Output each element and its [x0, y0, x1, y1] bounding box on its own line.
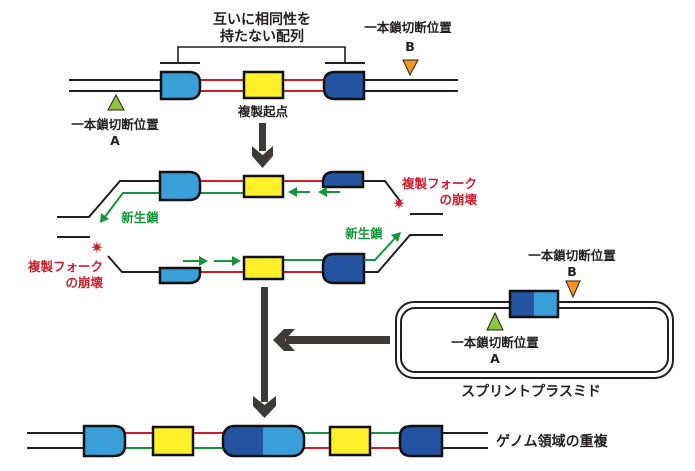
lower-fork-left-template [107, 255, 160, 273]
dark-blue-block [321, 252, 366, 285]
fork-collapse-right-line1: 複製フォーク [401, 176, 477, 191]
nascent-strand-right-arrowhead-icon [391, 232, 401, 242]
left-arrow-icon [318, 187, 327, 197]
break-star-icon: ✷ [392, 194, 405, 213]
duplicated-junction-block [221, 424, 306, 458]
plasmid-nick-a-letter: A [490, 351, 500, 366]
arrow-down-1 [252, 123, 273, 168]
origin-block [242, 174, 285, 199]
arrow-down-2 [253, 287, 276, 418]
lower-fork: ✷ 複製フォーク の崩壊 新生鎖 [27, 226, 443, 290]
right-arrow-icon [232, 256, 241, 266]
nick-b-label: 一本鎖切断位置 [364, 20, 452, 35]
fork-collapse-right-line2: の崩壊 [439, 192, 477, 207]
nascent-strand-left-arrowhead-icon [100, 213, 109, 223]
left-arrow-icon [288, 187, 297, 197]
splint-plasmid: 一本鎖切断位置 B 一本鎖切断位置 A スプリントプラスミド [395, 248, 674, 400]
lower-fork-right-template [364, 234, 443, 273]
plasmid-title: スプリントプラスミド [461, 384, 601, 400]
dark-blue-half-block [321, 170, 365, 189]
bottom-row: ゲノム領域の重複 [27, 424, 609, 458]
arrow-shaft [261, 287, 268, 402]
origin-block [242, 70, 285, 100]
upper-fork: 新生鎖 ✷ 複製フォーク の崩壊 [57, 170, 477, 225]
nascent-strand-left-label: 新生鎖 [121, 210, 159, 225]
nascent-strand-left-line [103, 192, 159, 219]
nick-b-triangle-icon [402, 59, 419, 77]
top-row: 互いに相同性を 持たない配列 複製起点 一本鎖切断位置 A 一本鎖切断位置 B [69, 11, 458, 148]
upper-fork-template [57, 180, 159, 218]
nascent-strand-right-label: 新生鎖 [345, 226, 383, 241]
arrow-down-icon [252, 146, 273, 168]
light-blue-half-block [158, 266, 202, 285]
nick-a-label: 一本鎖切断位置 [71, 117, 159, 132]
plasmid-nick-b-letter: B [567, 264, 577, 279]
bracket-label-line1: 互いに相同性を [213, 11, 311, 28]
break-star-icon: ✷ [90, 238, 103, 257]
plasmid-nick-a-label: 一本鎖切断位置 [451, 335, 539, 350]
fork-collapse-left-line2: の崩壊 [65, 275, 103, 290]
light-blue-block [158, 170, 202, 202]
fork-collapse-left-line1: 複製フォーク [27, 259, 103, 274]
result-label: ゲノム領域の重複 [496, 433, 609, 450]
dark-blue-block [398, 424, 444, 458]
arrow-left [273, 329, 390, 351]
arrow-shaft [286, 336, 390, 344]
arrow-down-icon [253, 396, 276, 418]
duplicated-light-half [263, 426, 304, 456]
nick-a-letter: A [110, 133, 120, 148]
origin-block [151, 425, 195, 457]
origin-label: 複製起点 [237, 104, 289, 119]
plasmid-insert-block [508, 289, 560, 319]
bracket-label-line2: 持たない配列 [220, 28, 304, 45]
light-blue-block [159, 70, 202, 101]
origin-block [242, 255, 285, 281]
plasmid-nick-b-label: 一本鎖切断位置 [528, 248, 616, 263]
right-arrow-icon [199, 256, 208, 266]
light-blue-block [82, 424, 127, 458]
nascent-strand-right-line [364, 236, 397, 261]
nick-a-triangle-icon [107, 93, 125, 111]
nick-b-letter: B [405, 39, 415, 54]
bracket [177, 46, 346, 63]
arrow-shaft [259, 123, 266, 151]
nick-b-triangle-icon [565, 280, 581, 299]
origin-block [328, 425, 372, 457]
dark-blue-block [322, 70, 366, 101]
upper-fork-right-template [363, 180, 401, 202]
plasmid-insert-dark [510, 291, 534, 317]
arrow-left-icon [273, 329, 295, 351]
nick-a-triangle-icon [486, 311, 504, 331]
duplicated-dark-half [223, 426, 263, 456]
